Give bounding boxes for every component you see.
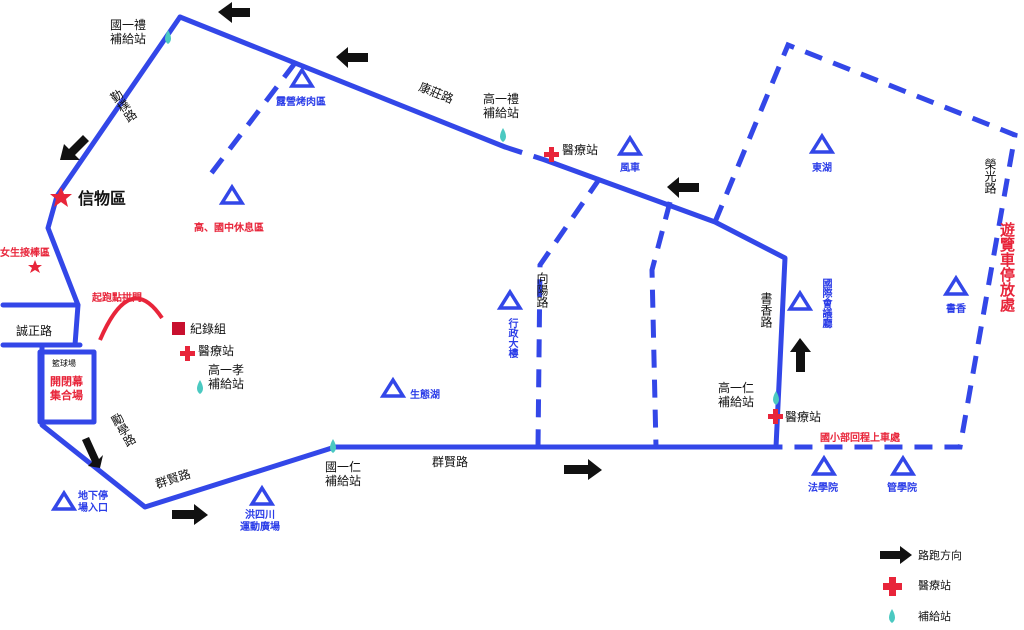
direction-arrows — [60, 2, 912, 564]
supply-label: 高一仁補給站 — [718, 381, 755, 409]
triangle-landmark-icon — [248, 484, 276, 506]
water-drop-icon — [889, 609, 895, 623]
water-drop-icon — [773, 391, 779, 405]
girls-stick-label: 女生接棒區 — [0, 248, 50, 259]
hongsichuan-label: 洪四川運動廣場 — [240, 510, 280, 533]
conf-hall-label: 國際會議廳 — [820, 278, 831, 328]
route-solid — [0, 14, 788, 510]
road-rongguang: 榮光路 — [983, 158, 997, 194]
road-qunxian-2: 群賢路 — [432, 455, 469, 469]
law-school-label: 法學院 — [808, 483, 838, 494]
legend-supply: 補給站 — [918, 610, 951, 623]
road-xiangyang: 向陽路 — [535, 272, 549, 308]
opening-gather-label: 開閉幕集合場 — [50, 375, 83, 402]
supply-label: 國一禮補給站 — [110, 18, 147, 46]
triangle-landmark-icon — [786, 289, 814, 311]
triangle-landmark-icon — [496, 288, 524, 310]
medical-label: 醫療站 — [198, 344, 235, 358]
rest-area-label: 高、國中休息區 — [194, 223, 264, 234]
triangle-landmark-icon — [942, 274, 970, 296]
medical-cross-icon — [883, 577, 902, 596]
water-drop-icon — [500, 128, 506, 142]
route-dashed — [208, 41, 1018, 450]
direction-arrow-icon — [667, 177, 699, 198]
admin-bldg-label: 行政大樓 — [506, 318, 517, 358]
landmarks — [50, 66, 970, 511]
water-drop-icon — [165, 30, 171, 44]
camp-bbq-label: 露營烤肉區 — [276, 97, 326, 108]
medical-label: 醫療站 — [562, 143, 599, 157]
road-shuxiang: 書香路 — [759, 292, 773, 328]
triangle-landmark-icon — [616, 134, 644, 156]
direction-arrow-icon — [82, 437, 103, 468]
road-chengzheng: 誠正路 — [16, 324, 53, 338]
direction-arrow-icon — [564, 459, 602, 480]
star-icon — [50, 187, 72, 207]
eco-lake-label: 生態湖 — [410, 390, 440, 401]
direction-arrow-icon — [336, 47, 368, 68]
direction-arrow-icon — [60, 135, 89, 160]
triangle-landmark-icon — [889, 454, 917, 476]
water-drop-icon — [330, 439, 336, 453]
windmill-label: 風車 — [620, 163, 640, 174]
legend-medical: 醫療站 — [918, 579, 951, 592]
elem-pickup-label: 國小部回程上車處 — [820, 433, 900, 444]
east-lake-label: 東湖 — [812, 163, 832, 174]
xinwu-label: 信物區 — [78, 189, 127, 208]
triangle-landmark-icon — [810, 454, 838, 476]
direction-arrow-icon — [172, 504, 208, 525]
medical-label: 醫療站 — [785, 410, 822, 424]
mgmt-school-label: 管學院 — [887, 483, 917, 494]
supply-label: 國一仁補給站 — [325, 460, 362, 488]
direction-arrow-icon — [790, 338, 811, 372]
record-square-icon — [172, 322, 185, 335]
record-group-label: 紀錄組 — [190, 322, 227, 336]
supply-drops — [165, 30, 895, 623]
start-gate-label: 起跑點拱門 — [92, 293, 142, 304]
medical-cross-icon — [180, 346, 195, 361]
start-gate-arch — [98, 296, 164, 341]
medical-cross-icon — [544, 147, 559, 162]
supply-label: 高一禮補給站 — [483, 92, 520, 120]
star-icon — [28, 260, 42, 273]
legend-direction: 路跑方向 — [918, 549, 962, 562]
tour-bus-label: 遊覽車停放處 — [998, 222, 1016, 312]
shuxiang-label: 書香 — [946, 304, 966, 315]
water-drop-icon — [197, 380, 203, 394]
medical-cross-icon — [768, 409, 783, 424]
direction-arrow-icon — [218, 2, 250, 23]
medical-crosses — [180, 147, 902, 596]
triangle-landmark-icon — [218, 183, 246, 205]
basketball-label: 籃球場 — [52, 359, 76, 368]
supply-label: 高一孝補給站 — [208, 363, 245, 391]
direction-arrow-icon — [880, 546, 912, 564]
triangle-landmark-icon — [288, 66, 316, 88]
triangle-landmark-icon — [808, 132, 836, 154]
triangle-landmark-icon — [50, 489, 78, 511]
parking-label: 地下停場入口 — [78, 491, 108, 514]
triangle-landmark-icon — [379, 376, 407, 398]
